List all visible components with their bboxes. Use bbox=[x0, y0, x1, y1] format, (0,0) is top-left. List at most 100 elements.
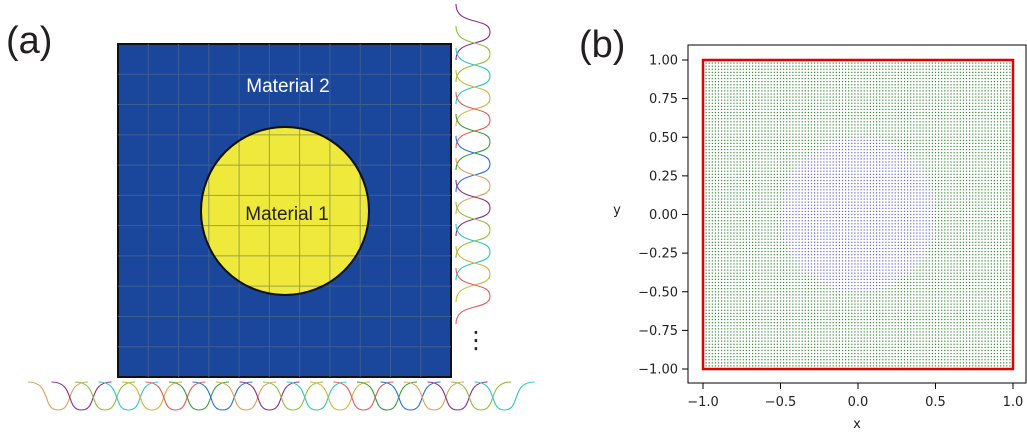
point-inside bbox=[832, 186, 834, 188]
point-outside bbox=[745, 127, 747, 129]
point-outside bbox=[851, 328, 853, 330]
point-outside bbox=[730, 275, 732, 277]
point-inside bbox=[786, 235, 788, 237]
point-outside bbox=[807, 111, 809, 114]
point-outside bbox=[779, 96, 782, 98]
point-outside bbox=[826, 65, 828, 67]
point-outside bbox=[783, 149, 785, 151]
point-outside bbox=[792, 272, 794, 274]
point-outside bbox=[773, 74, 775, 77]
point-outside bbox=[823, 294, 825, 296]
right-basis-functions bbox=[455, 3, 491, 325]
point-outside bbox=[807, 96, 809, 98]
point-outside bbox=[745, 158, 747, 160]
point-outside bbox=[776, 133, 778, 135]
point-outside bbox=[767, 278, 769, 280]
point-outside bbox=[786, 68, 788, 70]
point-outside bbox=[789, 136, 791, 138]
point-outside bbox=[779, 238, 782, 240]
point-outside bbox=[711, 204, 713, 206]
point-outside bbox=[721, 303, 723, 305]
point-outside bbox=[761, 179, 763, 182]
point-outside bbox=[755, 362, 757, 364]
point-outside bbox=[832, 115, 834, 117]
point-outside bbox=[773, 278, 775, 280]
point-inside bbox=[795, 254, 797, 256]
point-outside bbox=[745, 325, 747, 327]
point-outside bbox=[779, 84, 782, 86]
point-outside bbox=[807, 139, 809, 141]
point-outside bbox=[742, 272, 744, 274]
point-outside bbox=[764, 170, 766, 172]
point-outside bbox=[711, 325, 713, 327]
point-inside bbox=[814, 195, 816, 197]
point-outside bbox=[810, 288, 813, 290]
point-outside bbox=[736, 204, 738, 206]
point-outside bbox=[742, 111, 744, 114]
point-outside bbox=[761, 223, 763, 225]
point-outside bbox=[786, 260, 788, 262]
point-inside bbox=[801, 260, 803, 262]
point-outside bbox=[752, 96, 754, 98]
point-outside bbox=[721, 331, 723, 333]
point-inside bbox=[798, 263, 800, 265]
point-inside bbox=[841, 213, 844, 216]
point-outside bbox=[841, 84, 844, 86]
point-outside bbox=[733, 226, 735, 228]
point-outside bbox=[826, 359, 828, 361]
point-outside bbox=[798, 346, 800, 348]
point-outside bbox=[804, 352, 806, 355]
point-outside bbox=[727, 152, 729, 154]
point-outside bbox=[755, 118, 757, 120]
point-outside bbox=[742, 278, 744, 280]
point-outside bbox=[801, 284, 803, 287]
point-inside bbox=[810, 207, 813, 209]
point-inside bbox=[826, 254, 828, 256]
point-outside bbox=[733, 115, 735, 117]
point-inside bbox=[835, 223, 837, 225]
point-inside bbox=[848, 145, 850, 148]
point-outside bbox=[779, 68, 782, 70]
point-outside bbox=[792, 167, 794, 169]
basis-curve bbox=[286, 381, 347, 411]
point-outside bbox=[798, 337, 800, 339]
point-outside bbox=[810, 65, 813, 67]
point-outside bbox=[724, 111, 726, 114]
point-outside bbox=[795, 349, 797, 352]
point-outside bbox=[721, 269, 723, 271]
point-outside bbox=[764, 254, 766, 256]
point-outside bbox=[761, 68, 763, 70]
point-outside bbox=[845, 300, 847, 302]
point-inside bbox=[789, 204, 791, 206]
point-outside bbox=[742, 158, 744, 160]
point-inside bbox=[783, 207, 785, 209]
point-outside bbox=[761, 62, 763, 64]
point-inside bbox=[817, 189, 819, 191]
point-outside bbox=[848, 93, 850, 95]
point-outside bbox=[752, 340, 754, 342]
point-outside bbox=[829, 133, 831, 135]
point-outside bbox=[798, 291, 800, 293]
point-outside bbox=[798, 161, 800, 163]
point-outside bbox=[736, 210, 738, 213]
point-outside bbox=[717, 238, 720, 240]
point-inside bbox=[851, 183, 853, 185]
point-outside bbox=[717, 328, 720, 330]
point-outside bbox=[721, 318, 723, 321]
point-inside bbox=[835, 207, 837, 209]
point-outside bbox=[745, 216, 747, 219]
point-outside bbox=[727, 71, 729, 73]
point-inside bbox=[829, 158, 831, 160]
point-outside bbox=[721, 260, 723, 262]
point-inside bbox=[829, 263, 831, 265]
point-outside bbox=[745, 241, 747, 243]
point-outside bbox=[705, 356, 707, 358]
point-outside bbox=[792, 328, 794, 330]
point-outside bbox=[733, 204, 735, 206]
point-outside bbox=[801, 130, 803, 132]
point-outside bbox=[770, 346, 772, 348]
point-inside bbox=[838, 207, 840, 209]
point-outside bbox=[814, 74, 816, 77]
point-inside bbox=[829, 232, 831, 234]
point-outside bbox=[721, 359, 723, 361]
